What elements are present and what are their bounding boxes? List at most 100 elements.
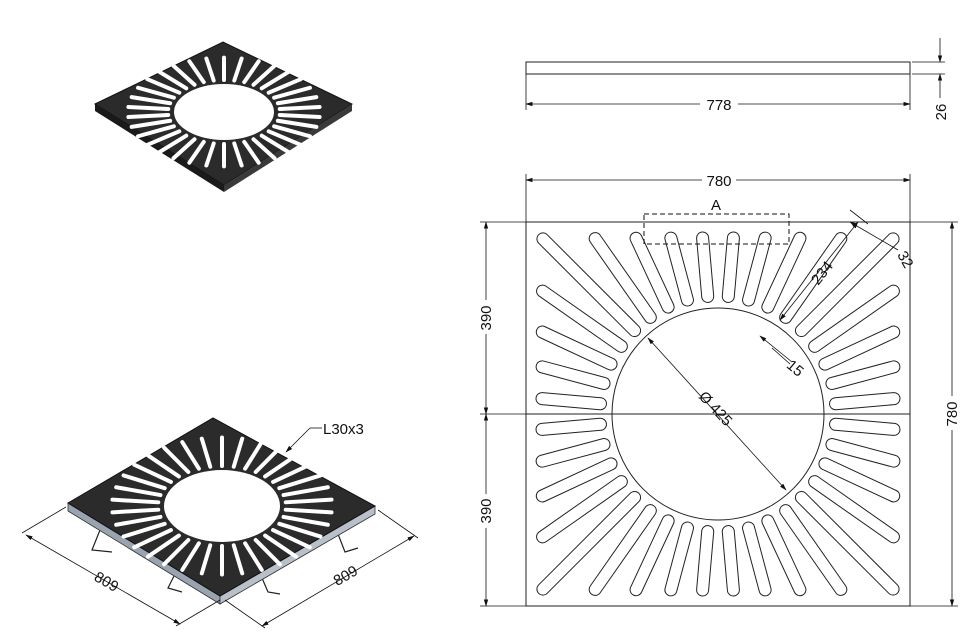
plan-height-dimension: 780 bbox=[944, 401, 961, 426]
slot bbox=[136, 85, 176, 100]
plan-width-dimension: 780 bbox=[706, 173, 731, 190]
slot bbox=[157, 69, 189, 91]
plan-tree-hole bbox=[611, 307, 825, 521]
slot bbox=[266, 77, 303, 95]
slot bbox=[277, 112, 322, 120]
plan-slot-inner bbox=[536, 393, 606, 410]
plan-slot-inner bbox=[722, 232, 739, 302]
slot bbox=[145, 453, 181, 479]
frame-width-left: 809 bbox=[91, 568, 121, 595]
plan-slot-inner bbox=[743, 522, 771, 596]
iso-grate-top bbox=[93, 41, 354, 192]
slot bbox=[281, 485, 330, 498]
slot bbox=[171, 63, 197, 87]
side-thickness-dimension: 26 bbox=[933, 104, 950, 121]
slot bbox=[272, 124, 312, 139]
plan-slot-inner bbox=[697, 526, 714, 596]
upper-half-dimension: 390 bbox=[478, 305, 495, 330]
plan-slot-inner bbox=[743, 232, 771, 306]
slot bbox=[110, 497, 161, 505]
plan-slot-inner bbox=[780, 505, 847, 595]
slot bbox=[162, 445, 191, 474]
plan-slot-inner bbox=[665, 522, 693, 596]
slot bbox=[259, 69, 291, 91]
frame-profile-label: L30x3 bbox=[323, 421, 364, 438]
slot bbox=[187, 139, 206, 165]
slot bbox=[145, 129, 182, 147]
iso-grate-top-hole bbox=[174, 84, 274, 140]
plan-slot-inner bbox=[630, 515, 674, 596]
slot bbox=[129, 118, 173, 129]
slot bbox=[243, 541, 264, 572]
slot-pitch-dimension: 32 bbox=[893, 248, 916, 271]
side-view-profile bbox=[525, 61, 911, 75]
slot bbox=[199, 543, 213, 576]
slot bbox=[277, 104, 322, 112]
slot bbox=[180, 440, 201, 471]
plan-slot-inner bbox=[536, 458, 617, 502]
slot bbox=[199, 436, 213, 469]
iso-grate-frame: L30x3 809 809 bbox=[21, 417, 419, 629]
hole-diameter-dimension: Ø 425 bbox=[695, 388, 735, 429]
slot bbox=[129, 95, 173, 106]
frame-width-right: 809 bbox=[331, 562, 361, 589]
plan-slot-inner bbox=[819, 326, 900, 370]
plan-slot-inner bbox=[826, 439, 900, 467]
slot bbox=[232, 56, 244, 83]
plan-slot-inner bbox=[537, 285, 627, 352]
slot bbox=[272, 85, 312, 100]
plan-slot-inner bbox=[537, 491, 641, 595]
iso-grate-top-slots bbox=[126, 55, 322, 169]
plan-slot-inner bbox=[536, 418, 606, 435]
slot bbox=[275, 95, 319, 106]
slot bbox=[114, 514, 163, 527]
slot bbox=[136, 124, 176, 139]
plan-slot-inner bbox=[589, 505, 656, 595]
plan-view: A 780 780 390 390 Ø 425 234 32 bbox=[478, 172, 961, 607]
slot bbox=[266, 129, 303, 147]
slot bbox=[157, 133, 189, 155]
slot bbox=[145, 77, 182, 95]
plan-slot-inner bbox=[819, 458, 900, 502]
plan-slot-inner bbox=[830, 393, 900, 410]
plan-slot-inner bbox=[722, 526, 739, 596]
plan-slot-inner bbox=[536, 361, 610, 389]
plan-slot-inner bbox=[665, 232, 693, 306]
plan-slot-inner bbox=[589, 233, 656, 323]
slot bbox=[283, 507, 334, 515]
slot bbox=[114, 485, 163, 498]
slot bbox=[187, 59, 206, 85]
plan-slot-inner bbox=[536, 439, 610, 467]
slot bbox=[251, 137, 277, 161]
frame-leg bbox=[261, 577, 281, 595]
slot bbox=[271, 462, 312, 484]
plan-slot-inner bbox=[809, 476, 899, 543]
slot bbox=[121, 521, 167, 539]
slot bbox=[126, 112, 171, 120]
slot bbox=[231, 543, 245, 576]
side-length-dimension: 778 bbox=[706, 97, 731, 114]
frame-leg bbox=[337, 533, 359, 553]
side-view: 778 26 bbox=[525, 38, 950, 121]
slot bbox=[232, 141, 244, 168]
slot-width-dimension: 15 bbox=[783, 357, 807, 381]
plan-slot-inner bbox=[537, 476, 627, 543]
slot bbox=[242, 59, 261, 85]
plan-slot-inner bbox=[630, 232, 674, 313]
slot bbox=[263, 453, 299, 479]
plan-slot-inner bbox=[697, 232, 714, 302]
iso-grate-top-side-right bbox=[224, 104, 352, 192]
slot bbox=[259, 133, 291, 155]
plan-slot-inner bbox=[826, 361, 900, 389]
slot bbox=[253, 445, 282, 474]
slot bbox=[132, 462, 173, 484]
slot bbox=[126, 104, 171, 112]
slot bbox=[110, 507, 161, 515]
slot bbox=[283, 497, 334, 505]
slot bbox=[204, 56, 216, 83]
plan-slot-inner bbox=[537, 233, 641, 337]
plan-slot-inner bbox=[830, 418, 900, 435]
slot bbox=[277, 521, 323, 539]
detail-a-label: A bbox=[711, 197, 721, 214]
